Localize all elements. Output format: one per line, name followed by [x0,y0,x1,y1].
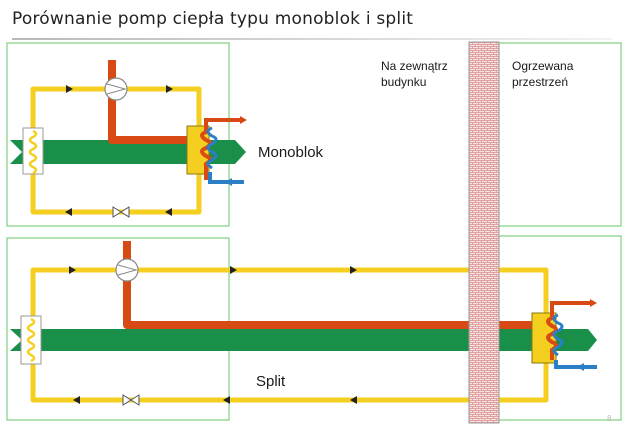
split-label: Split [256,373,286,390]
hot-water-out-arrow [240,116,247,124]
flow-arrow [166,85,173,93]
expansion-valve-icon [122,394,140,406]
outside-label-line1: Na zewnątrz [381,59,448,73]
monoblock-label: Monoblok [258,144,324,161]
outside-label-line2: budynku [381,75,427,89]
flow-arrow [223,396,230,404]
cold-water-in-arrow [577,363,584,371]
condenser-coil-icon [186,124,218,180]
split-hot-water-out [550,301,590,306]
monoblock-cold-water-in [208,172,244,184]
flow-arrow [73,396,80,404]
monoblock-outdoor-frame [6,42,230,227]
flow-arrow [230,266,237,274]
heated-space-label: Ogrzewana przestrzeń [512,58,612,90]
expansion-valve-icon [112,206,130,218]
inside-label-line2: przestrzeń [512,75,569,89]
flow-arrow [69,266,76,274]
inside-label-line1: Ogrzewana [512,59,574,73]
split-cold-water-in [554,360,597,369]
flow-arrow [66,85,73,93]
slide-title: Porównanie pomp ciepła typu monoblok i s… [12,9,414,29]
title-divider [12,38,612,40]
page-number: 8 [607,414,612,423]
outside-building-label: Na zewnątrz budynku [381,58,471,90]
evaporator-coil-icon [22,127,44,175]
monoblock-hot-pipe [108,60,195,144]
flow-arrow [65,208,72,216]
compressor-icon [104,77,128,101]
condenser-coil-icon [531,305,564,364]
split-outdoor-air-flow [10,329,470,351]
compressor-icon [115,258,139,282]
flow-arrow [165,208,172,216]
cold-water-in-arrow [225,178,232,186]
evaporator-coil-icon [20,315,42,365]
building-wall [468,41,500,424]
flow-arrow [350,266,357,274]
monoblock-hot-water-out [204,118,240,126]
hot-water-out-arrow [590,299,597,307]
flow-arrow [350,396,357,404]
